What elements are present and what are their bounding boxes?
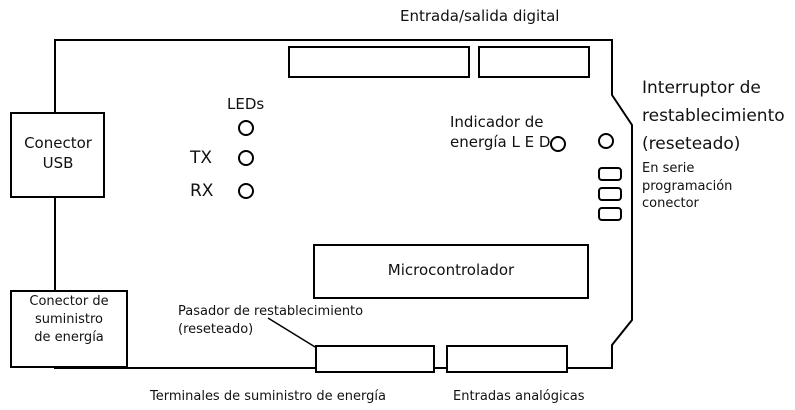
- digital-io-header-right: [478, 46, 590, 78]
- led-tx-indicator: [238, 150, 254, 166]
- usb-connector: [10, 112, 105, 198]
- microcontroller-chip: [313, 244, 589, 299]
- reset-switch-label-line2: restablecimiento: [642, 106, 785, 126]
- analog-inputs-header: [446, 345, 568, 373]
- digital-io-header-left: [288, 46, 470, 78]
- reset-switch: [598, 133, 614, 149]
- digital-io-label: Entrada/salida digital: [400, 7, 560, 25]
- tx-label: TX: [190, 148, 213, 168]
- power-terminals-label: Terminales de suministro de energía: [150, 389, 386, 404]
- rx-label: RX: [190, 181, 214, 201]
- serial-pin-3: [598, 207, 622, 221]
- serial-connector-label: En serie programación conector: [642, 161, 733, 212]
- led-rx-indicator: [238, 183, 254, 199]
- microcontroller-label: Microcontrolador: [387, 261, 515, 279]
- reset-switch-label-line3: (reseteado): [642, 134, 741, 154]
- serial-pin-1: [598, 167, 622, 181]
- led-l-indicator: [238, 120, 254, 136]
- reset-pin-leader-line: [267, 317, 321, 351]
- board-outline: [54, 39, 633, 369]
- leds-label: LEDs: [227, 95, 265, 113]
- power-led-label: Indicador de energía L E D: [450, 113, 551, 152]
- reset-pin-label: Pasador de restablecimiento (reseteado): [178, 304, 364, 337]
- power-terminals-header: [315, 345, 435, 373]
- usb-connector-label: Conector USB: [24, 134, 92, 173]
- power-connector: [10, 290, 128, 368]
- power-led-indicator: [550, 136, 566, 152]
- reset-switch-label-line1: Interruptor de: [642, 78, 761, 98]
- analog-inputs-label: Entradas analógicas: [453, 389, 585, 404]
- power-connector-label: Conector de suministro de energía: [29, 294, 109, 346]
- serial-pin-2: [598, 187, 622, 201]
